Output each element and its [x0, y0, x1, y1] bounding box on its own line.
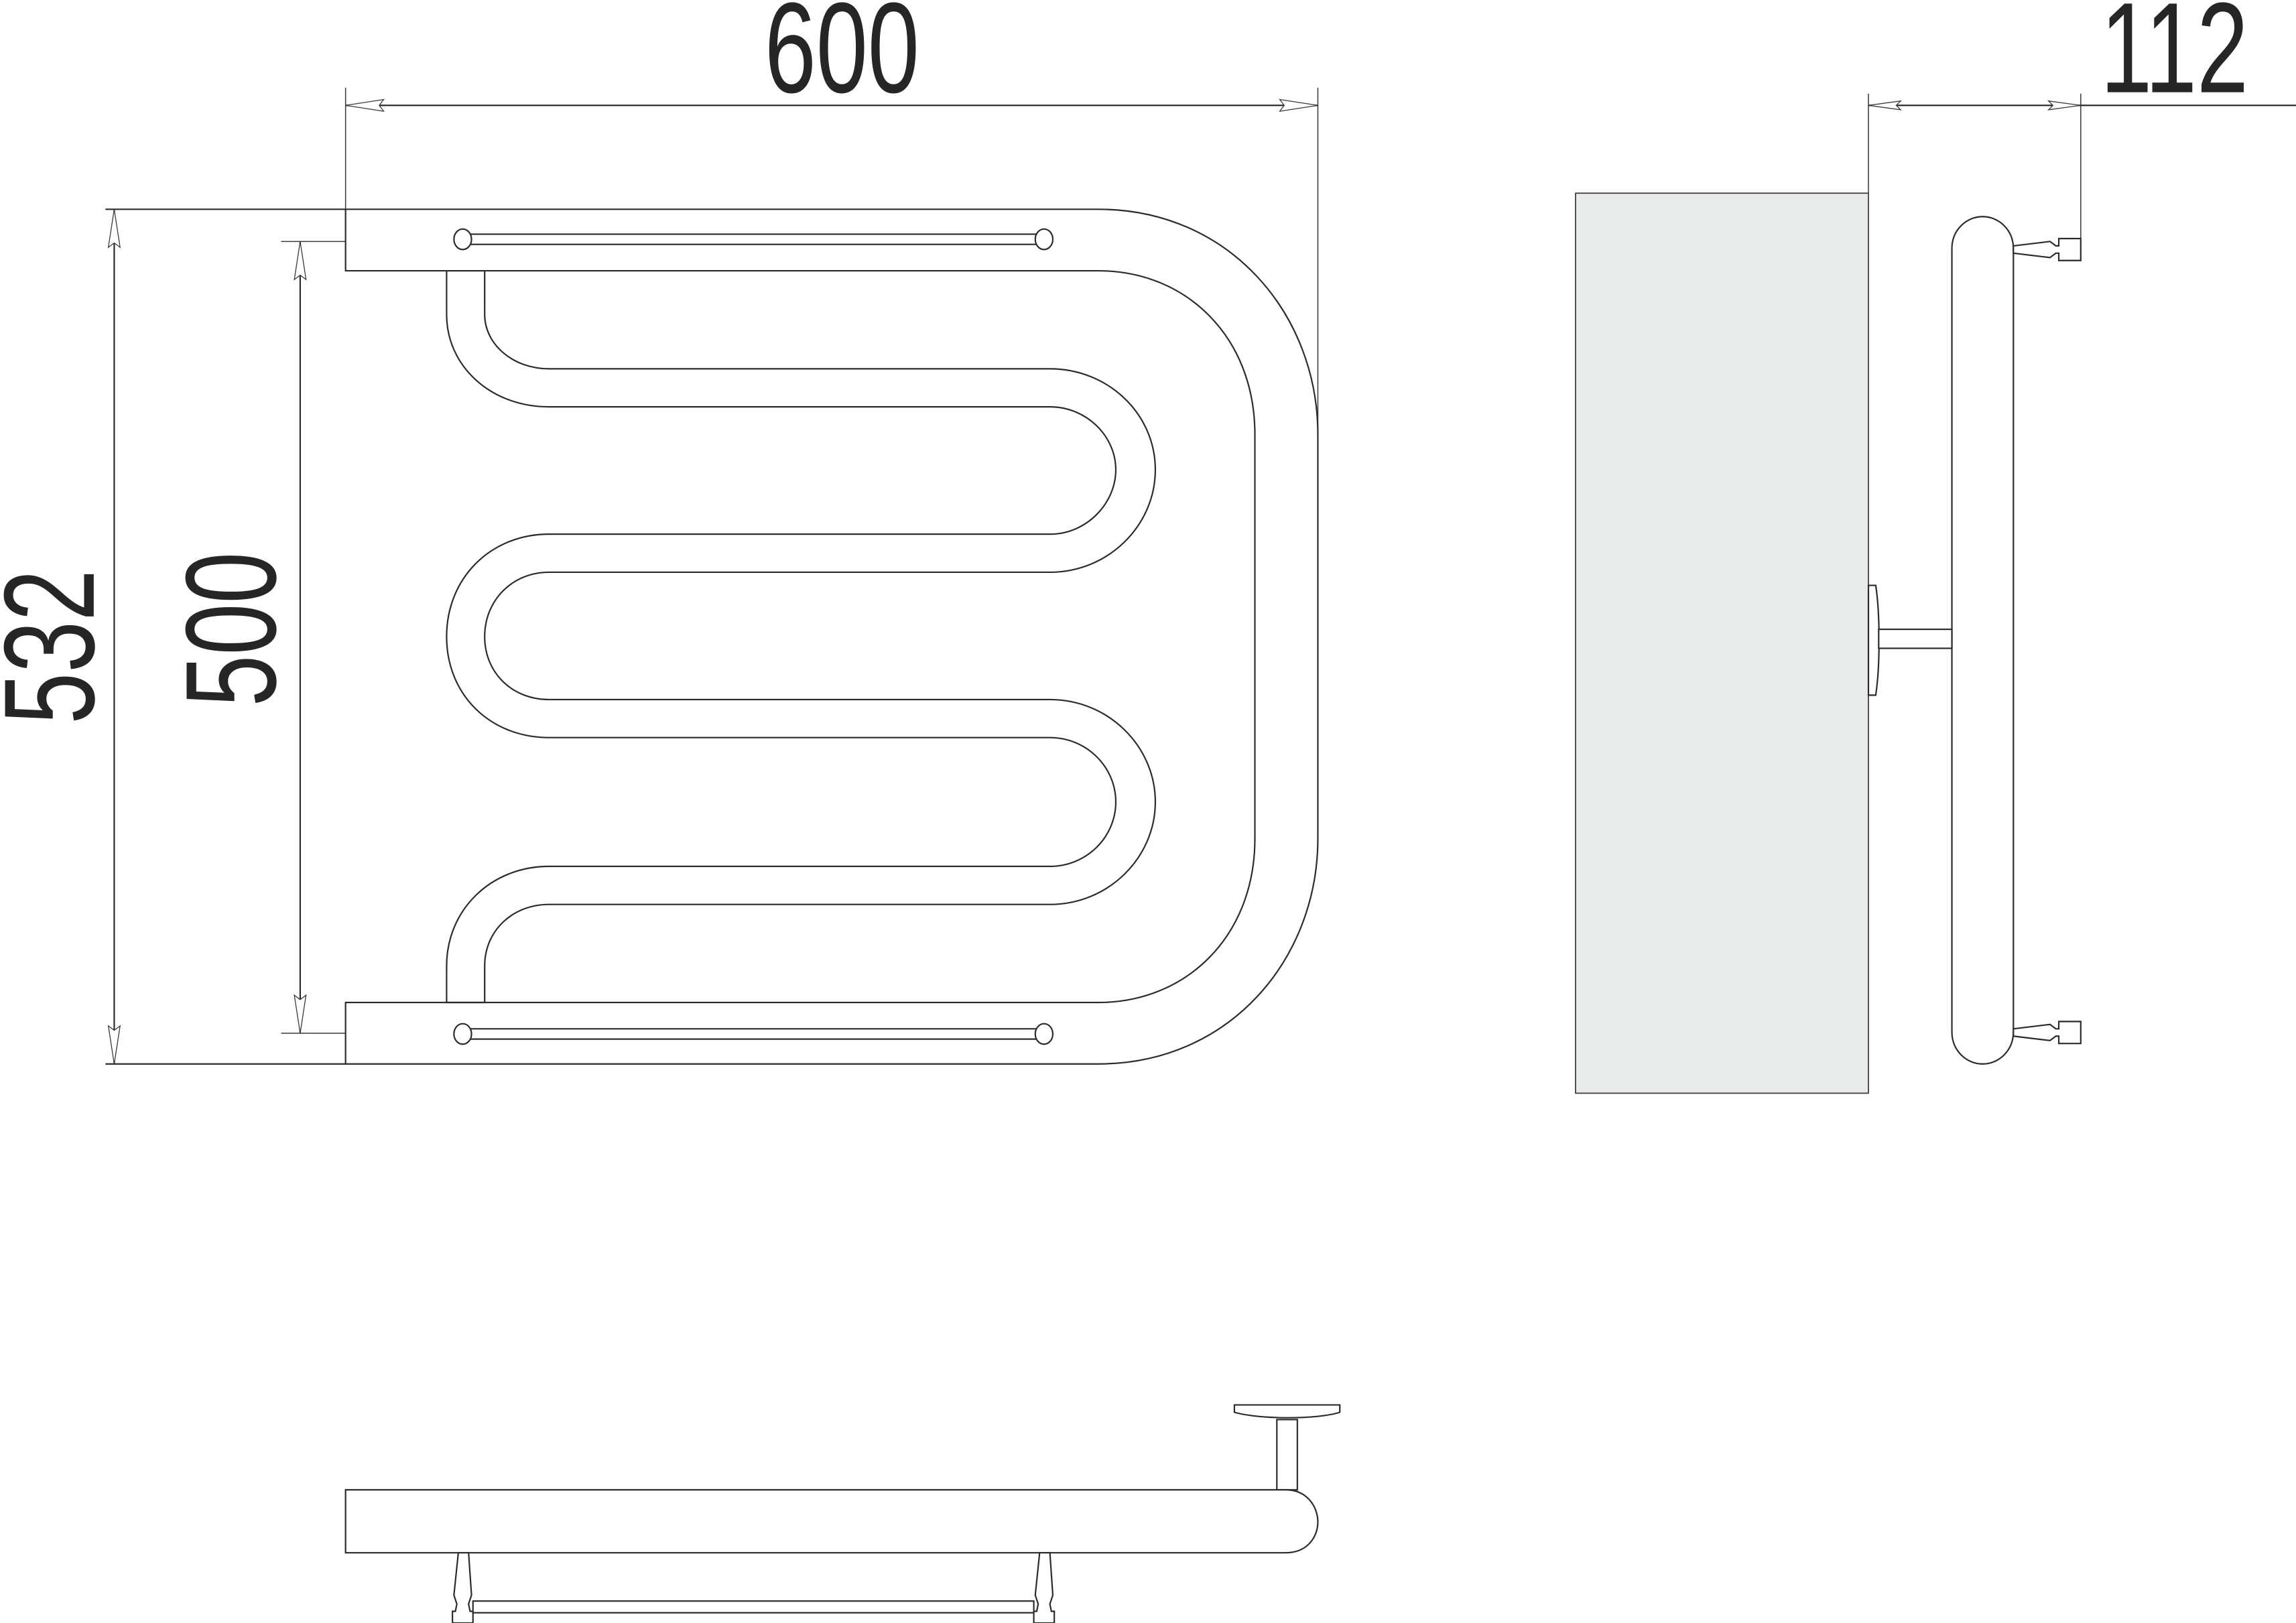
top-shelf-rail: [453, 228, 1054, 251]
arrow-down-icon: [107, 1025, 121, 1064]
dimension-width: 600: [344, 0, 1319, 435]
arrow-left-icon: [1868, 100, 1902, 111]
wall-bracket-flange: [1867, 584, 1880, 696]
dimension-center-height-label: 500: [159, 552, 303, 707]
arrow-down-icon: [294, 994, 307, 1033]
wall-bracket-rod: [1878, 629, 1953, 649]
bottom-shelf-rail: [453, 1023, 1054, 1045]
top-fitting: [2013, 237, 2082, 261]
bottom-view: [344, 1404, 1341, 1623]
bottom-main-pipe: [344, 1489, 1319, 1554]
side-view: [1575, 192, 2082, 1094]
arrow-up-icon: [107, 209, 121, 249]
wall-panel: [1575, 192, 1869, 1094]
bottom-right-fitting: [1033, 1552, 1056, 1623]
bottom-bracket-cap: [1233, 1404, 1341, 1419]
arrow-right-icon: [1279, 99, 1318, 112]
dimension-depth: 112: [1868, 0, 2296, 252]
dimension-outer-height: 532: [0, 208, 346, 1065]
collector-pipe: [344, 208, 1319, 1065]
arrow-right-icon: [2047, 100, 2081, 111]
serpentine-coil-outer: [446, 271, 1117, 1003]
dimension-width-label: 600: [765, 0, 919, 120]
dimension-outer-height-label: 532: [0, 570, 121, 724]
bottom-left-fitting: [452, 1552, 474, 1623]
front-view: [344, 208, 1319, 1065]
dimension-center-height: 500: [159, 241, 346, 1034]
bottom-bracket-stem: [1276, 1419, 1298, 1491]
arrow-up-icon: [294, 241, 307, 281]
dimension-depth-label: 112: [2100, 0, 2248, 120]
arrow-left-icon: [345, 99, 385, 112]
side-pipe: [1951, 216, 2015, 1065]
bottom-rail: [472, 1600, 1035, 1614]
serpentine-coil-inner: [484, 271, 1157, 1003]
bottom-fitting: [2013, 1021, 2082, 1045]
